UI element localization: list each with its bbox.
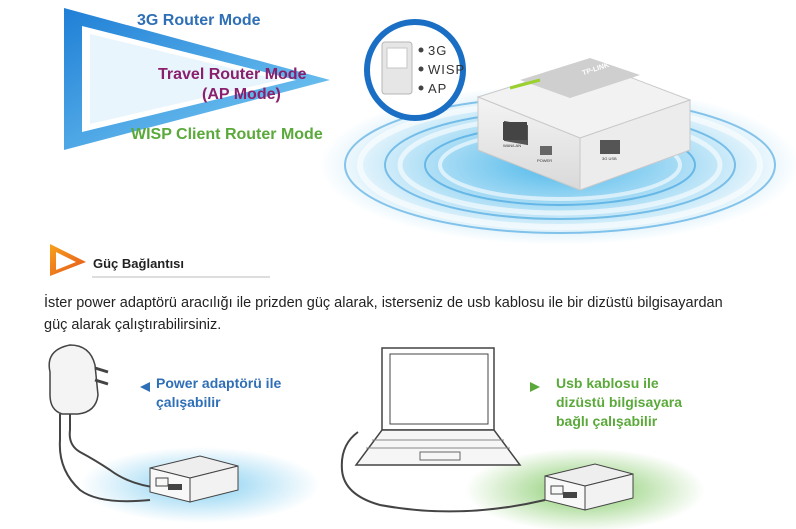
mode-triangle-graphic	[64, 8, 330, 150]
section-description: İster power adaptörü aracılığı ile prizd…	[44, 295, 723, 333]
section-triangle-icon	[50, 244, 270, 278]
right-arrow-icon	[530, 382, 540, 392]
mode-label-3g-router: 3G Router Mode	[137, 12, 261, 29]
router-device-main	[476, 58, 692, 191]
power-adapter-graphic	[48, 344, 161, 503]
port-label-wan-lan: WAN/LAN	[503, 143, 522, 148]
router-device-left	[149, 455, 239, 503]
callout-power-adapter: Power adaptörü ile çalışabilir	[156, 374, 281, 412]
switch-label-3g: 3G	[428, 43, 448, 58]
mode-switch-inset	[364, 19, 466, 121]
switch-label-wisp: WISP	[428, 62, 466, 77]
mode-label-ap: (AP Mode)	[202, 86, 281, 103]
port-label-usb: 3G USB	[602, 156, 617, 161]
mode-label-wisp-client: WISP Client Router Mode	[131, 126, 323, 143]
section-title: Güç Bağlantısı	[93, 256, 185, 271]
callout-adapter-line-2: çalışabilir	[156, 394, 221, 410]
router-device-right	[544, 463, 634, 511]
laptop-graphic	[340, 347, 546, 513]
left-arrow-icon	[140, 382, 150, 392]
switch-label-ap: AP	[428, 81, 448, 96]
callout-usb-line-2: dizüstü bilgisayara	[556, 394, 683, 410]
callout-usb-line-3: bağlı çalışabilir	[556, 413, 658, 429]
mode-label-travel-router: Travel Router Mode	[158, 66, 307, 83]
callout-usb-cable: Usb kablosu ile dizüstü bilgisayara bağl…	[556, 374, 682, 431]
callout-adapter-line-1: Power adaptörü ile	[156, 375, 282, 391]
port-label-power: POWER	[537, 158, 553, 163]
callout-usb-line-1: Usb kablosu ile	[556, 375, 659, 391]
